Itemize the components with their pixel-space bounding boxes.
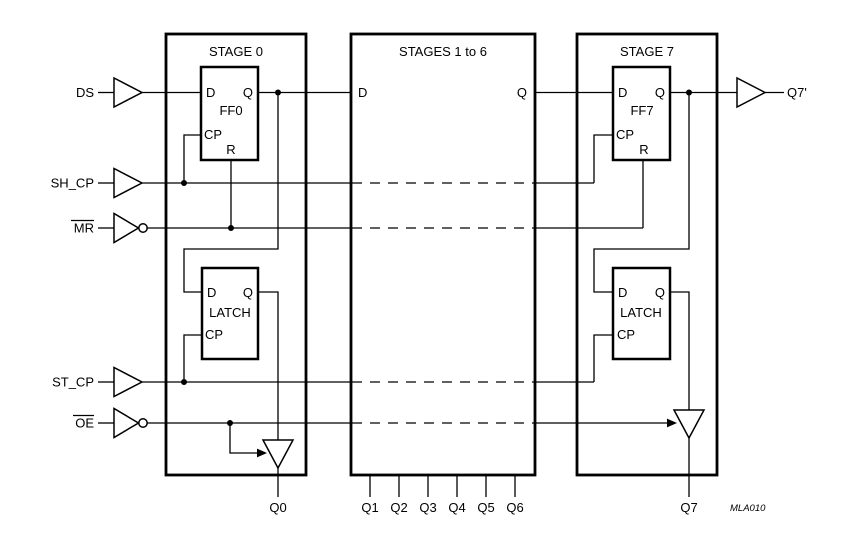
oe-enable-arrow-stage7-icon: [667, 418, 677, 428]
oe-inverter-icon: [113, 407, 140, 439]
ff7-pin-q: Q: [655, 85, 665, 100]
mr-inverter-icon: [113, 212, 140, 244]
q7-output-label: Q7: [680, 500, 697, 515]
stage0-output-buffer-icon: [261, 439, 295, 470]
stcp-buffer-icon: [113, 366, 144, 398]
stage0-title: STAGE 0: [209, 44, 263, 59]
q2-output-label: Q2: [390, 500, 407, 515]
latch0-name: LATCH: [209, 305, 251, 320]
ff0-pin-q: Q: [243, 85, 253, 100]
oe-input-label: OE: [75, 416, 94, 431]
ff0-box: [199, 65, 260, 162]
latch7-pin-d: D: [618, 285, 627, 300]
latch0-box: [200, 266, 260, 361]
shcp-input-label: SH_CP: [51, 176, 94, 191]
ff0-pin-r: R: [226, 142, 235, 157]
stage7-box: [575, 32, 719, 477]
latch0-pin-d: D: [207, 285, 216, 300]
ff7-name: FF7: [630, 103, 653, 118]
oe-inverter-bubble-icon: [138, 418, 148, 428]
oe-enable-arrow-stage0-icon: [257, 448, 267, 458]
shcp-buffer-icon: [113, 167, 144, 199]
ff7-box: [611, 65, 672, 162]
stage7-title: STAGE 7: [620, 44, 674, 59]
q7s-output-label: Q7': [787, 85, 807, 100]
latch0-pin-cp: CP: [205, 327, 223, 342]
stages1to6-box: [349, 32, 537, 477]
wire-stcp-to-latch0-cp: [183, 334, 202, 382]
stages1to6-pin-d: D: [358, 85, 367, 100]
ff0-pin-cp: CP: [204, 127, 222, 142]
wire-shcp-to-ff7-cp: [593, 134, 613, 183]
wire-latch7-q-to-buffer: [670, 291, 690, 410]
mr-input-label: MR: [74, 221, 94, 236]
wire-latch0-q-to-buffer: [258, 291, 279, 440]
latch7-pin-q: Q: [655, 285, 665, 300]
ff0-pin-d: D: [206, 85, 215, 100]
wire-ff7-q-to-latch7-d: [593, 92, 690, 293]
wire-oe-enable-stage0: [229, 423, 257, 454]
stage7-output-buffer-icon: [672, 409, 706, 440]
stages1to6-title: STAGES 1 to 6: [399, 44, 487, 59]
wire-shcp-to-ff0-cp: [183, 134, 201, 183]
ff7-pin-r: R: [639, 142, 648, 157]
q1-output-label: Q1: [361, 500, 378, 515]
mr-inverter-bubble-icon: [138, 223, 148, 233]
latch7-box: [611, 266, 672, 361]
ff7-pin-cp: CP: [616, 127, 634, 142]
stage0-box: [164, 32, 308, 477]
stages1to6-pin-q: Q: [517, 85, 527, 100]
q7s-buffer-icon: [736, 76, 767, 109]
q3-output-label: Q3: [419, 500, 436, 515]
stcp-input-label: ST_CP: [52, 375, 94, 390]
latch7-name: LATCH: [620, 305, 662, 320]
q6-output-label: Q6: [506, 500, 523, 515]
figure-note: MLA010: [730, 503, 766, 514]
wire-stcp-to-latch7-cp: [593, 334, 613, 382]
ff0-name: FF0: [219, 103, 242, 118]
q5-output-label: Q5: [477, 500, 494, 515]
wire-ff0-q-to-latch0-d: [183, 92, 279, 293]
latch0-pin-q: Q: [243, 285, 253, 300]
ds-input-label: DS: [76, 85, 94, 100]
latch7-pin-cp: CP: [617, 327, 635, 342]
q4-output-label: Q4: [448, 500, 465, 515]
ds-buffer-icon: [113, 76, 144, 109]
q0-output-label: Q0: [269, 500, 286, 515]
ff7-pin-d: D: [618, 85, 627, 100]
